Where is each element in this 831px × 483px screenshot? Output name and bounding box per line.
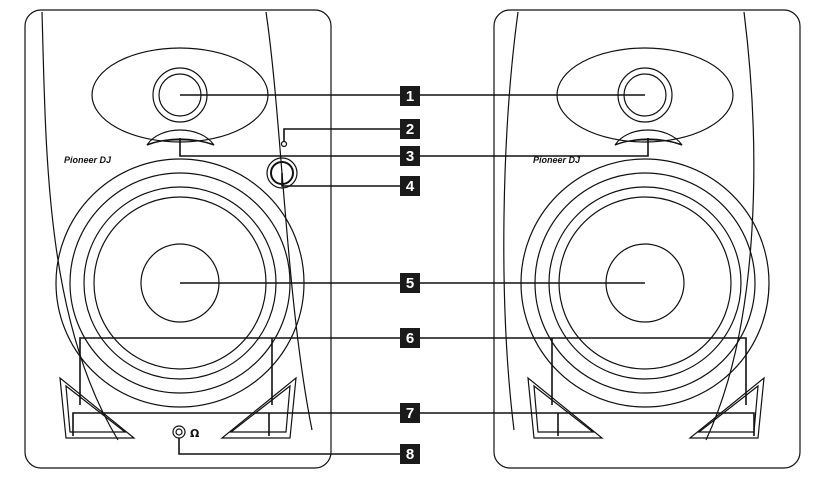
leader-6: [79, 337, 747, 405]
left-volume-knob-outer: [266, 157, 298, 189]
callout-number-2: 2: [406, 121, 414, 138]
left-speaker-cabinet: [24, 9, 332, 469]
left-foot-left: [59, 376, 136, 439]
right-foot-right: [688, 376, 765, 439]
leader-2: [283, 128, 400, 141]
left-foot-right: [220, 376, 297, 439]
left-cabinet-curve: [41, 11, 119, 441]
callout-badge-7: [400, 403, 420, 423]
left-cabinet-curve-right: [265, 11, 313, 431]
callout-number-7: 7: [406, 405, 414, 422]
callout-badge-5: [400, 273, 420, 293]
callout-number-8: 8: [406, 446, 414, 463]
callout-number-5: 5: [406, 275, 414, 292]
right-foot-left: [527, 376, 604, 439]
leader-4: [281, 173, 400, 187]
callout-number-6: 6: [406, 330, 414, 347]
left-brand-logo: Pioneer DJ: [64, 155, 112, 165]
leader-8: [178, 438, 400, 455]
callout-badges: 1 2 3 4 5 6 7 8: [400, 86, 420, 464]
right-cabinet-curve: [503, 11, 519, 431]
callout-badge-1: [400, 86, 420, 106]
headphone-symbol: Ω: [190, 427, 200, 440]
right-speaker-cabinet: [493, 9, 801, 469]
callout-number-4: 4: [406, 178, 415, 195]
callout-badge-6: [400, 328, 420, 348]
right-cabinet-curve-right: [705, 11, 755, 441]
callout-badge-2: [400, 119, 420, 139]
callout-number-3: 3: [406, 148, 414, 165]
callout-number-1: 1: [406, 88, 414, 105]
callout-badge-8: [400, 444, 420, 464]
left-speaker: [24, 9, 332, 469]
left-headphone-jack: [172, 425, 186, 439]
right-speaker: [493, 9, 801, 469]
left-power-led: [280, 140, 288, 148]
right-brand-logo: Pioneer DJ: [533, 155, 581, 165]
callout-badge-4: [400, 176, 420, 196]
callout-badge-3: [400, 146, 420, 166]
